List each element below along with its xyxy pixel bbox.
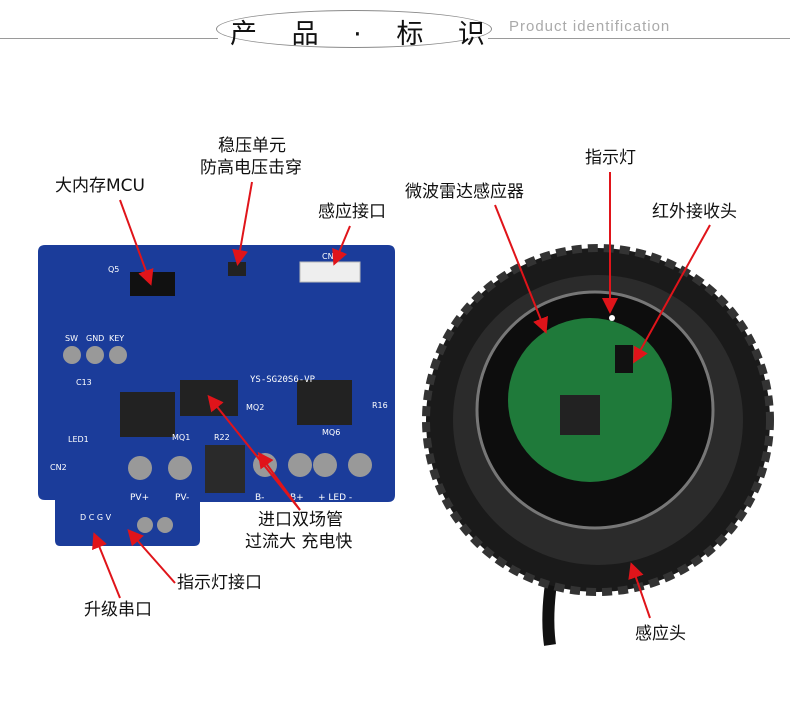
silk-key: KEY bbox=[109, 334, 124, 343]
sensor-head bbox=[422, 244, 774, 646]
label-indicator: 指示灯 bbox=[585, 148, 636, 168]
label-regulator-2: 防高电压击穿 bbox=[200, 158, 302, 178]
pcb-board: YS-SG20S6-VP SW GND KEY LED1 PV+ PV- B- … bbox=[38, 245, 395, 546]
silk-mq6: MQ6 bbox=[322, 428, 340, 437]
silk-mq2: MQ2 bbox=[246, 403, 264, 412]
label-radar: 微波雷达感应器 bbox=[405, 182, 524, 202]
page-subtitle: Product identification bbox=[509, 18, 671, 35]
silk-r22: R22 bbox=[214, 433, 230, 442]
label-serial-port: 升级串口 bbox=[84, 600, 152, 620]
label-indicator-port: 指示灯接口 bbox=[177, 573, 262, 593]
label-sensor-port: 感应接口 bbox=[318, 202, 386, 222]
silk-pv-plus: PV+ bbox=[130, 493, 149, 503]
label-ir-receiver: 红外接收头 bbox=[652, 202, 737, 222]
silk-r16: R16 bbox=[372, 401, 388, 410]
silk-pv-minus: PV- bbox=[175, 493, 189, 503]
silk-led-port: + LED - bbox=[318, 493, 352, 503]
silk-gnd: GND bbox=[86, 334, 104, 343]
silk-q5: Q5 bbox=[108, 265, 119, 274]
silk-b-plus-minus: B- bbox=[255, 493, 264, 503]
annotation-arrows bbox=[92, 172, 711, 619]
board-model: YS-SG20S6-VP bbox=[250, 375, 316, 385]
silk-c13: C13 bbox=[76, 378, 92, 387]
silk-cn1: CN1 bbox=[322, 252, 339, 261]
header-line-left bbox=[0, 38, 218, 39]
label-mosfet-1: 进口双场管 bbox=[258, 510, 343, 530]
silk-sw: SW bbox=[65, 334, 78, 343]
ir-receiver bbox=[615, 345, 633, 373]
header-line-right bbox=[488, 38, 790, 39]
header-pill bbox=[216, 10, 492, 48]
silk-serial-pins: D C G V bbox=[80, 513, 112, 522]
silk-mq1: MQ1 bbox=[172, 433, 190, 442]
indicator-led bbox=[609, 315, 615, 321]
page-title: 产 品 · 标 识 bbox=[230, 19, 498, 50]
silk-led1: LED1 bbox=[68, 435, 89, 444]
silk-b-plus: B+ bbox=[290, 493, 304, 503]
silk-cn2: CN2 bbox=[50, 463, 67, 472]
label-mosfet-2: 过流大 充电快 bbox=[245, 532, 353, 552]
label-mcu: 大内存MCU bbox=[55, 176, 145, 196]
label-regulator-1: 稳压单元 bbox=[218, 136, 286, 156]
label-sensor-head: 感应头 bbox=[635, 624, 686, 644]
